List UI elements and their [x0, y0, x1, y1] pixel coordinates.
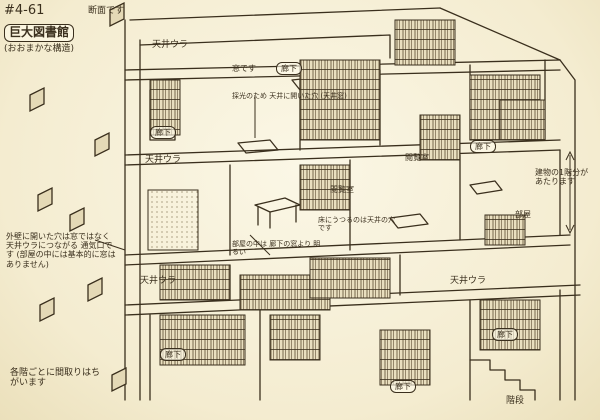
- label-atrium-top: 天井ウラ: [152, 40, 189, 50]
- label-reading-room-1: 閲覧室: [330, 185, 354, 194]
- label-atrium-mid: 天井ウラ: [145, 155, 182, 165]
- label-room: 部屋: [515, 210, 531, 219]
- note-partition: 部屋の中は 廊下の窓より 明るい: [232, 240, 321, 257]
- label-hallway-5: 廊下: [160, 348, 186, 362]
- label-hallway-6: 廊下: [390, 380, 416, 394]
- label-hallway-4: 廊下: [492, 328, 518, 342]
- note-exterior: 外壁に開いた穴は窓ではなく 天井ウラにつながる 通気口です (部屋の中には基本的…: [6, 232, 116, 269]
- label-hallway-3: 廊下: [470, 140, 496, 154]
- note-lighting: 採光のため 天井に開いた穴 (天井窓): [232, 92, 347, 100]
- sheet-title: 巨大図書館: [4, 24, 75, 42]
- label-reading-room-2: 閲覧室: [405, 153, 429, 162]
- label-stairs: 階段: [506, 396, 525, 406]
- label-window: 窓です: [232, 64, 256, 73]
- note-floor-layout: 各階ごとに間取りはちがいます: [10, 368, 101, 389]
- label-hallway-2: 廊下: [150, 126, 176, 140]
- sheet-number: #4-61: [4, 3, 45, 18]
- label-section-view: 断面です: [88, 6, 125, 16]
- note-building: 建物の1階分があたります: [535, 168, 589, 187]
- label-atrium-right: 天井ウラ: [450, 276, 487, 286]
- note-floor-hole: 床にうつるのは天井の穴です: [318, 216, 395, 233]
- label-hallway-1: 廊下: [276, 62, 302, 76]
- sheet-subtitle: (おおまかな構造): [4, 44, 75, 54]
- label-atrium-low: 天井ウラ: [140, 276, 177, 286]
